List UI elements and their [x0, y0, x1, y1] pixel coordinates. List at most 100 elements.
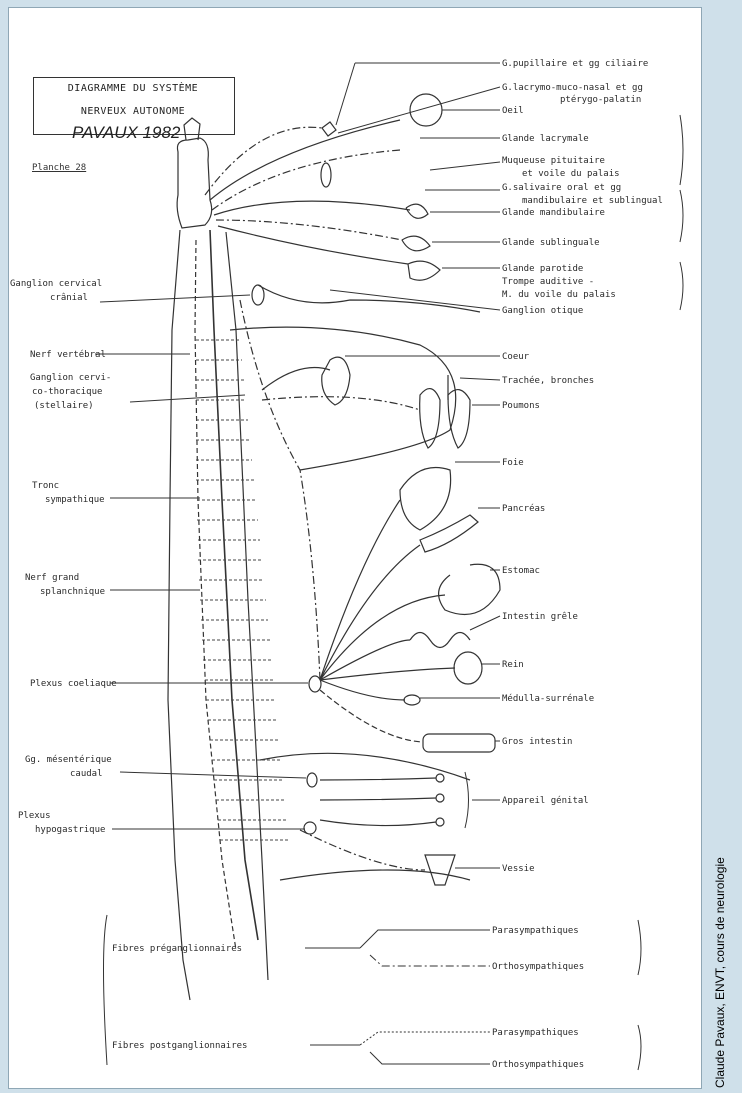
diagram-stroke [300, 830, 425, 870]
diagram-stroke [320, 545, 420, 680]
label-gg-ciliaire: G.pupillaire et gg ciliaire [502, 59, 648, 69]
diagram-stroke [95, 295, 308, 829]
diagram-stroke [436, 774, 444, 782]
small-intestine-shape [410, 633, 470, 648]
diagram-stroke [638, 920, 641, 975]
diagram-stroke [320, 680, 405, 700]
diagram-stroke [104, 915, 108, 1065]
diagram-stroke [320, 798, 436, 800]
diagram-stroke [205, 127, 322, 195]
diagram-stroke [309, 676, 321, 692]
diagram-stroke [470, 616, 500, 630]
diagram-stroke: G.pupillaire et gg ciliaire G.lacrymo-mu… [502, 59, 663, 874]
diagram-stroke [320, 595, 445, 680]
legend-fibres-post: Fibres postganglionnaires [112, 1041, 247, 1051]
diagram-stroke [320, 668, 455, 680]
label-plexus-hypogastrique-2: hypogastrique [35, 825, 105, 835]
diagram-stroke [214, 201, 410, 215]
eye-shape [410, 94, 442, 126]
label-glande-parotide-1: Glande parotide [502, 264, 583, 274]
diagram-stroke [402, 236, 430, 251]
label-trachee: Trachée, bronches [502, 375, 594, 386]
legend-para-2: Parasympathiques [492, 1028, 579, 1038]
diagram-stroke [304, 822, 316, 834]
label-plexus-hypogastrique-1: Plexus [18, 811, 51, 821]
label-tronc-sympathique-1: Tronc [32, 481, 59, 491]
kidney-shape [454, 652, 482, 684]
label-glande-mandibulaire: Glande mandibulaire [502, 208, 605, 218]
title-author: PAVAUX 1982 [72, 123, 180, 143]
diagram-stroke [321, 163, 331, 187]
lung-right [448, 390, 470, 448]
label-glande-parotide-3: M. du voile du palais [502, 290, 616, 300]
rami-communicantes [196, 340, 290, 840]
diagram-stroke [370, 955, 490, 966]
diagram-stroke [436, 818, 444, 826]
diagram-stroke [360, 930, 490, 948]
label-gg-mesenterique-1: Gg. mésentérique [25, 754, 112, 765]
diagram-stroke [680, 115, 683, 185]
credit-text: Claude Pavaux, ENVT, cours de neurologie [713, 857, 727, 1088]
diagram-stroke [130, 395, 245, 402]
label-nerf-vertebral: Nerf vertébral [30, 349, 106, 360]
label-pancreas: Pancréas [502, 503, 545, 514]
label-rein: Rein [502, 660, 524, 670]
label-nerf-grand-splanchnique-1: Nerf grand [25, 573, 79, 583]
skull-outline [177, 138, 212, 228]
lung-left [420, 389, 440, 448]
label-medulla: Médulla-surrénale [502, 693, 594, 704]
liver-shape [400, 468, 451, 531]
diagram-stroke [258, 285, 480, 312]
label-coeur: Coeur [502, 352, 530, 362]
diagram-stroke [320, 500, 400, 680]
label-oeil: Oeil [502, 106, 524, 116]
diagram-stroke [320, 778, 436, 780]
label-poumons: Poumons [502, 401, 540, 411]
adrenal-shape [404, 695, 420, 705]
title-line-2: NERVEUX AUTONOME [33, 106, 233, 117]
diagram-stroke [406, 204, 428, 218]
label-gg-mandibulaire-1: G.salivaire oral et gg [502, 183, 621, 193]
diagram-stroke [360, 1032, 490, 1045]
large-intestine-shape [423, 734, 495, 752]
diagram-stroke [638, 1025, 641, 1070]
pancreas-shape [420, 515, 478, 552]
label-tronc-sympathique-2: sympathique [45, 495, 105, 505]
label-gg-pterygo-2: ptérygo-palatin [560, 94, 641, 105]
diagram-stroke [216, 220, 402, 240]
legend-ortho-2: Orthosympathiques [492, 1060, 584, 1070]
label-foie: Foie [502, 458, 524, 468]
label-ganglion-cervicothoracique-3: (stellaire) [34, 401, 94, 411]
abdominal-arc [260, 753, 470, 780]
label-intestin-grele: Intestin grêle [502, 611, 578, 622]
label-glande-parotide-2: Trompe auditive - [502, 277, 594, 287]
planche-label: Planche 28 [32, 163, 86, 173]
legend-fibres-pre: Fibres préganglionnaires [112, 943, 242, 954]
body-outline-left [168, 230, 190, 1000]
diagram-stroke [680, 190, 683, 242]
diagram-stroke [240, 300, 320, 680]
diagram-stroke [465, 772, 469, 828]
diagram-stroke [460, 378, 500, 380]
label-estomac: Estomac [502, 566, 540, 576]
diagram-stroke [430, 162, 500, 170]
diagram-stroke [262, 397, 420, 410]
spinal-cord [210, 230, 258, 940]
label-ganglion-cervicothoracique-2: co-thoracique [32, 387, 102, 397]
label-ganglion-cervical-1: Ganglion cervical [10, 279, 102, 289]
diagram-stroke [408, 261, 440, 280]
label-appareil-genital: Appareil génital [502, 795, 589, 806]
diagram-stroke [210, 120, 400, 200]
stomach-shape [439, 564, 500, 614]
label-muqueuse-1: Muqueuse pituitaire [502, 156, 605, 166]
label-gg-mandibulaire-2: mandibulaire et sublingual [522, 196, 663, 206]
diagram-stroke [436, 794, 444, 802]
label-ganglion-otique: Ganglion otique [502, 306, 583, 316]
pelvic-arc [280, 870, 470, 880]
label-ganglion-cervicothoracique-1: Ganglion cervi- [30, 373, 111, 383]
label-muqueuse-2: et voile du palais [522, 169, 620, 179]
label-glande-lacrymale: Glande lacrymale [502, 134, 589, 144]
label-nerf-grand-splanchnique-2: splanchnique [40, 587, 105, 597]
